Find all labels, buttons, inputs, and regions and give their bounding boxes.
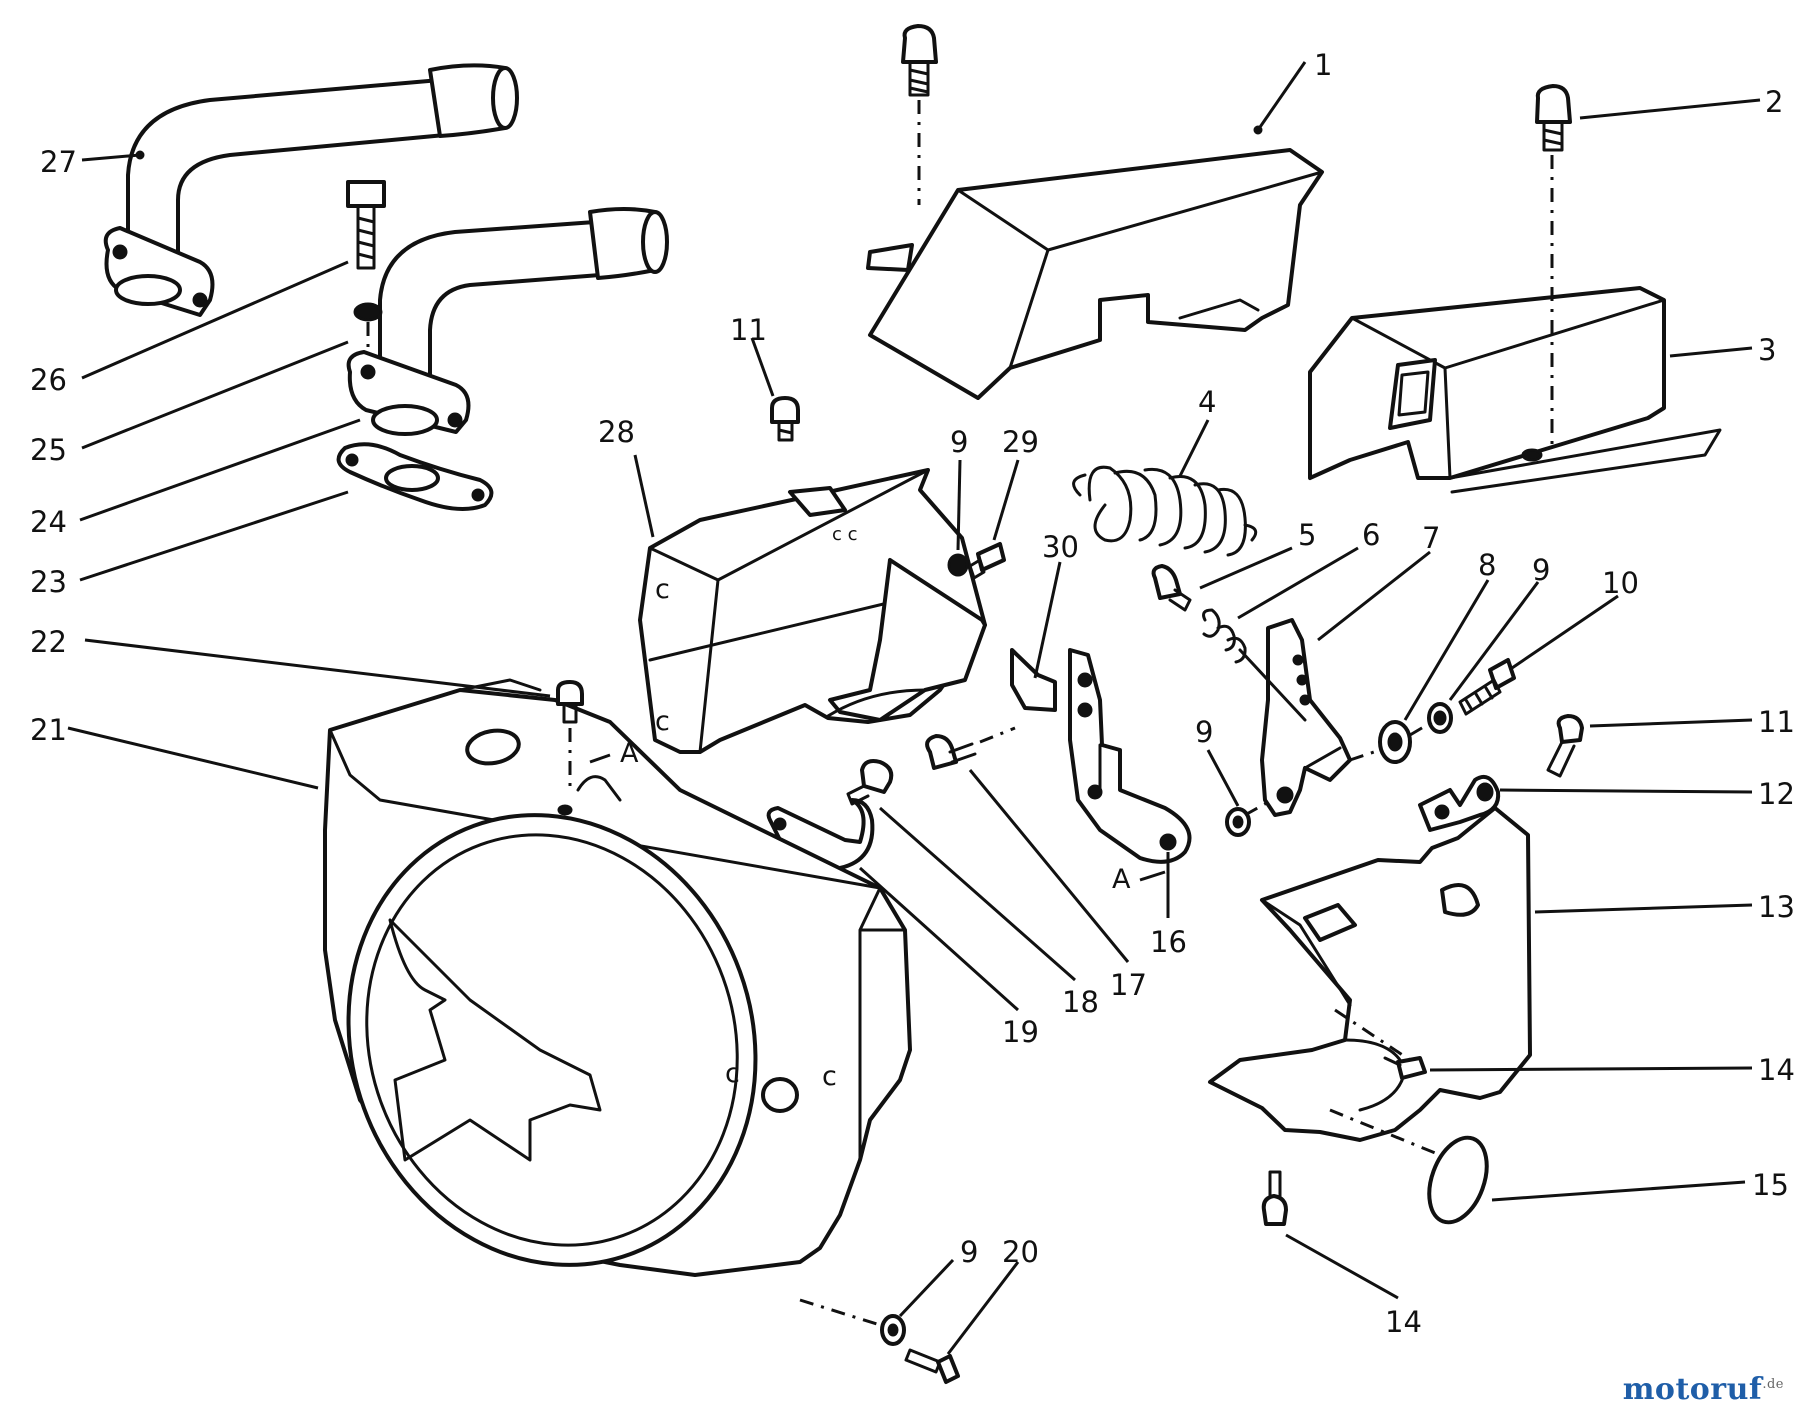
bolt-26 (346, 180, 386, 270)
label-5: 5 (1298, 518, 1316, 552)
label-9-right: 9 (1532, 553, 1550, 587)
label-29: 29 (1002, 425, 1039, 459)
label-24: 24 (30, 505, 67, 539)
label-19: 19 (1002, 1015, 1039, 1049)
label-11-right: 11 (1758, 705, 1795, 739)
svg-text:c c: c c (832, 524, 858, 545)
cap-15 (1329, 1108, 1489, 1225)
label-20: 20 (1002, 1235, 1039, 1269)
blower-housing-21: c c (323, 678, 912, 1277)
bushing-8 (1378, 720, 1412, 764)
washer-9-upper (947, 553, 969, 577)
bracket-30 (1010, 648, 1057, 712)
label-15: 15 (1752, 1168, 1789, 1202)
label-9-upper: 9 (950, 425, 968, 459)
label-30: 30 (1042, 530, 1079, 564)
bolt-29 (968, 542, 1006, 580)
callout-labels: 1 2 3 4 5 6 7 8 9 10 11 12 13 14 15 14 1… (30, 48, 1795, 1339)
bracket-12 (1418, 775, 1501, 832)
screw-14-lower (1261, 1170, 1288, 1226)
label-21: 21 (30, 713, 67, 747)
side-shield-13 (1208, 806, 1532, 1142)
label-14-upper: 14 (1758, 1053, 1795, 1087)
screw-14-upper (1383, 1056, 1427, 1080)
label-12: 12 (1758, 777, 1795, 811)
washer-25 (353, 302, 383, 322)
bolt-22 (556, 680, 584, 790)
watermark-text: motoruf (1622, 1372, 1763, 1407)
label-7: 7 (1422, 521, 1440, 555)
right-cover-3 (1308, 286, 1722, 494)
gasket-23 (336, 442, 494, 511)
svg-text:c: c (725, 1058, 740, 1089)
label-10: 10 (1602, 566, 1639, 600)
label-18: 18 (1062, 985, 1099, 1019)
washer-9-mid (1225, 807, 1251, 837)
washer-9-right (1427, 702, 1453, 734)
spring-4 (1072, 465, 1258, 557)
label-9-bottom: 9 (960, 1235, 978, 1269)
baffle-28: c c c c (638, 468, 987, 754)
label-11-top: 11 (730, 313, 767, 347)
arm-7 (1238, 618, 1352, 817)
label-13: 13 (1758, 890, 1795, 924)
top-cover-1 (866, 148, 1324, 400)
label-1: 1 (1314, 48, 1332, 82)
label-28: 28 (598, 415, 635, 449)
lever-16 (1068, 648, 1192, 864)
label-26: 26 (30, 363, 67, 397)
washer-9-bottom (880, 1314, 906, 1346)
bolt-11-right (1546, 714, 1584, 778)
label-6: 6 (1362, 518, 1380, 552)
label-2: 2 (1765, 85, 1783, 119)
svg-text:c: c (655, 706, 670, 737)
bolt-5 (1151, 564, 1192, 612)
exhaust-elbow-24 (346, 207, 669, 436)
marker-a-top: A (620, 738, 639, 769)
label-27: 27 (40, 145, 77, 179)
bolt-2 (1535, 84, 1572, 445)
svg-text:c: c (822, 1061, 837, 1092)
spring-6 (1202, 608, 1247, 664)
bolt-10 (1458, 658, 1516, 716)
label-3: 3 (1758, 333, 1776, 367)
leader-lines (67, 61, 1761, 1355)
exhaust-elbow-27 (103, 63, 519, 317)
bolt-17 (925, 726, 1016, 770)
marker-a-bottom: A (1112, 864, 1131, 895)
bolt-1 (901, 24, 938, 205)
label-4: 4 (1198, 385, 1216, 419)
bolt-11-top (770, 396, 800, 442)
label-25: 25 (30, 433, 67, 467)
watermark-suffix: .de (1762, 1377, 1784, 1392)
bolt-20 (799, 1298, 960, 1384)
watermark-logo: motoruf.de (1623, 1372, 1784, 1407)
bolt-18 (846, 759, 894, 806)
label-9-mid: 9 (1195, 715, 1213, 749)
svg-text:c: c (655, 574, 670, 605)
label-23: 23 (30, 565, 67, 599)
label-8: 8 (1478, 548, 1496, 582)
label-16: 16 (1150, 925, 1187, 959)
label-14-lower: 14 (1385, 1305, 1422, 1339)
label-17: 17 (1110, 968, 1147, 1002)
label-22: 22 (30, 625, 67, 659)
